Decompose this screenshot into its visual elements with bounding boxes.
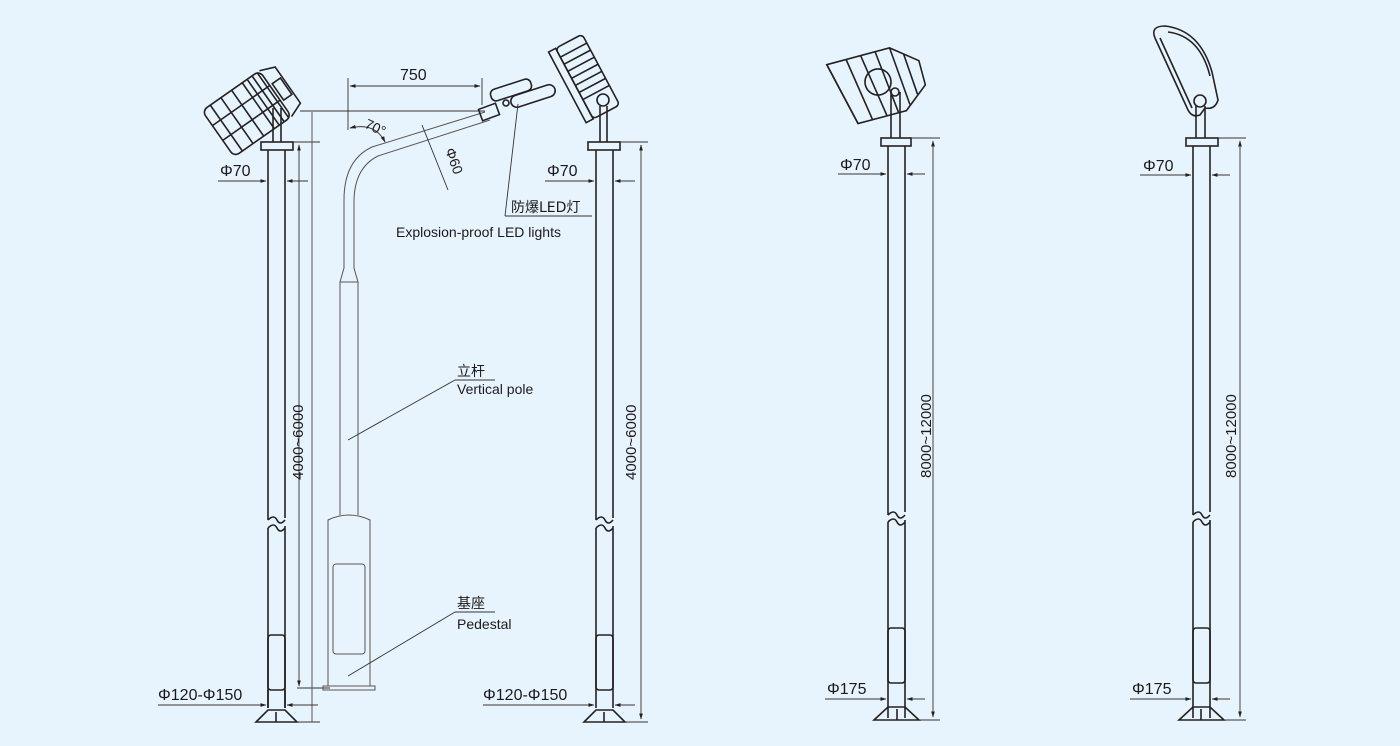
pole-3: Φ70 4000~6000 Φ120-Φ150 xyxy=(483,34,648,723)
pole-label-cn: 立杆 xyxy=(457,364,485,380)
pole-3-height: 4000~6000 xyxy=(623,405,640,481)
lamp-label-cn: 防爆LED灯 xyxy=(511,200,580,216)
arm-length: 750 xyxy=(400,67,427,84)
arm-diameter: Φ60 xyxy=(442,146,466,177)
pedestal-label-cn: 基座 xyxy=(457,595,485,612)
pole-4-base-diameter: Φ175 xyxy=(827,681,867,698)
pole-label-en: Vertical pole xyxy=(457,381,533,397)
arm-angle: 70° xyxy=(362,115,388,138)
pole-4: Φ70 8000~12000 Φ175 xyxy=(825,47,940,721)
pole-1-base-diameter: Φ120-Φ150 xyxy=(158,687,242,704)
pole-5: Φ70 8000~12000 Φ175 xyxy=(1130,25,1246,721)
pole-4-height: 8000~12000 xyxy=(918,394,935,478)
flood-light-icon xyxy=(547,34,620,124)
led-street-lamp-icon xyxy=(477,78,556,122)
round-caged-flood-light-icon xyxy=(825,47,927,125)
pole-5-height: 8000~12000 xyxy=(1223,394,1240,478)
pole-5-top-diameter: Φ70 xyxy=(1143,158,1174,175)
pole-1: Φ70 4000~6000 Φ120-Φ150 xyxy=(158,66,330,723)
pole-4-top-diameter: Φ70 xyxy=(840,157,871,174)
pole-1-top-diameter: Φ70 xyxy=(220,163,251,180)
pedestal-label-en: Pedestal xyxy=(457,616,511,632)
pole-2-arm: 750 70° Φ60 立杆 Vertical pole 基座 Pedestal… xyxy=(300,67,592,691)
pole-3-top-diameter: Φ70 xyxy=(547,163,578,180)
caged-lamp-icon xyxy=(203,66,302,156)
lamp-label-en: Explosion-proof LED lights xyxy=(396,224,561,240)
pole-5-base-diameter: Φ175 xyxy=(1132,681,1172,698)
pole-3-base-diameter: Φ120-Φ150 xyxy=(483,687,567,704)
slim-flood-light-icon xyxy=(1152,25,1219,117)
pole-1-height: 4000~6000 xyxy=(290,405,307,481)
